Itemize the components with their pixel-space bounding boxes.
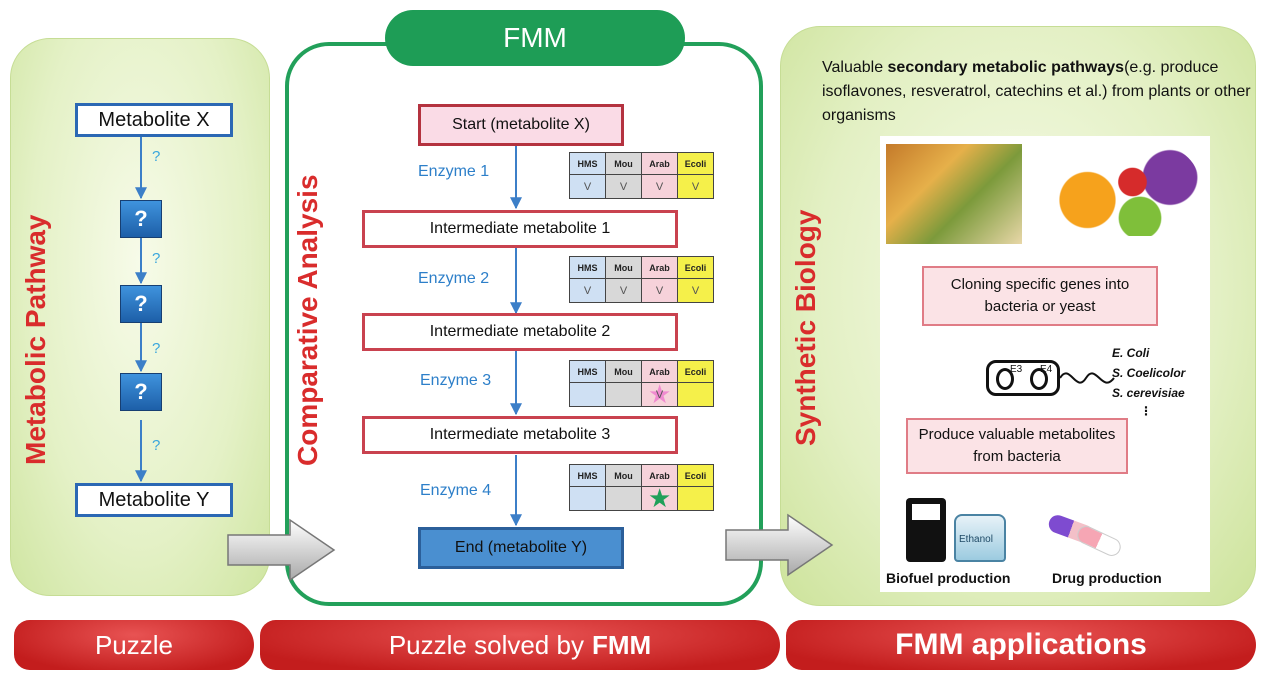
metabolite-x-box: Metabolite X	[75, 103, 233, 137]
fuel-pump-icon	[906, 498, 946, 562]
unknown-arrow-1: ?	[152, 148, 161, 165]
secondary-pathways-note: Valuable secondary metabolic pathways(e.…	[822, 59, 1251, 124]
crops-image	[886, 144, 1022, 244]
mark-cell	[677, 486, 714, 511]
header-hms: HMS	[569, 464, 606, 487]
mark-cell: V	[677, 278, 714, 303]
enzyme-3-label: Enzyme 3	[420, 372, 492, 389]
unknown-step-1: ?	[120, 200, 162, 238]
header-hms: HMS	[569, 360, 606, 383]
mark-cell	[677, 382, 714, 407]
end-metabolite-box: End (metabolite Y)	[418, 527, 624, 569]
fruits-image	[1050, 146, 1200, 236]
plasmid-e4-label: E4	[1040, 364, 1053, 375]
mark-cell: V	[569, 278, 606, 303]
mark-cell: V	[605, 278, 642, 303]
unknown-arrow-3: ?	[152, 340, 161, 357]
unknown-arrow-2: ?	[152, 250, 161, 267]
header-ecoli: Ecoli	[677, 152, 714, 175]
header-mou: Mou	[605, 360, 642, 383]
header-mou: Mou	[605, 152, 642, 175]
start-metabolite-box: Start (metabolite X)	[418, 104, 624, 146]
mark-cell: V	[641, 278, 678, 303]
intermediate-metabolite-2-box: Intermediate metabolite 2	[362, 313, 678, 351]
header-arab: Arab	[641, 464, 678, 487]
mark-cell	[605, 382, 642, 407]
header-ecoli: Ecoli	[677, 464, 714, 487]
drug-caption: Drug production	[1052, 570, 1162, 586]
species-e-coli: E. Coli	[1112, 346, 1150, 360]
mark-cell: V	[569, 174, 606, 199]
ethanol-label: Ethanol	[959, 534, 993, 545]
panel-transition-arrows	[227, 513, 834, 582]
header-hms: HMS	[569, 152, 606, 175]
produce-callout: Produce valuable metabolites from bacter…	[906, 418, 1128, 474]
note-bold: secondary metabolic pathways	[887, 59, 1125, 76]
mark-cell-star-green: ★	[641, 483, 678, 513]
biofuel-caption: Biofuel production	[886, 570, 1011, 586]
ethanol-bottle-icon: Ethanol	[954, 514, 1006, 562]
header-arab: Arab	[641, 256, 678, 279]
header-mou: Mou	[605, 464, 642, 487]
mark-cell-star-pink: ★V	[641, 379, 678, 409]
flagellum-icon	[1059, 372, 1115, 384]
species-s-cerevisiae: S. cerevisiae	[1112, 386, 1185, 400]
species-more: ⋮	[1140, 404, 1152, 418]
header-hms: HMS	[569, 256, 606, 279]
metabolite-y-box: Metabolite Y	[75, 483, 233, 517]
fmm-applications-banner: FMM applications	[786, 620, 1256, 670]
header-ecoli: Ecoli	[677, 360, 714, 383]
enzyme-1-label: Enzyme 1	[418, 163, 490, 180]
enzyme-4-label: Enzyme 4	[420, 482, 492, 499]
pills-icon	[1046, 510, 1128, 560]
header-arab: Arab	[641, 152, 678, 175]
enzyme-2-label: Enzyme 2	[418, 270, 490, 287]
unknown-arrow-4: ?	[152, 437, 161, 454]
header-ecoli: Ecoli	[677, 256, 714, 279]
mark-cell: V	[641, 174, 678, 199]
unknown-step-2: ?	[120, 285, 162, 323]
header-mou: Mou	[605, 256, 642, 279]
mark-cell	[605, 486, 642, 511]
intermediate-metabolite-1-box: Intermediate metabolite 1	[362, 210, 678, 248]
plasmid-e3-label: E3	[1010, 364, 1023, 375]
mark-cell	[569, 382, 606, 407]
cloning-callout: Cloning specific genes into bacteria or …	[922, 266, 1158, 326]
mark-cell	[569, 486, 606, 511]
green-star-icon: ★	[648, 483, 672, 513]
unknown-step-3: ?	[120, 373, 162, 411]
puzzle-banner: Puzzle	[14, 620, 254, 670]
pink-star-icon: ★	[648, 379, 672, 409]
intermediate-metabolite-3-box: Intermediate metabolite 3	[362, 416, 678, 454]
fmm-tab: FMM	[385, 10, 685, 66]
species-s-coelicolor: S. Coelicolor	[1112, 366, 1186, 380]
plasmid-e3	[996, 368, 1014, 390]
mark-cell: V	[677, 174, 714, 199]
mark-cell: V	[605, 174, 642, 199]
plasmid-e4	[1030, 368, 1048, 390]
